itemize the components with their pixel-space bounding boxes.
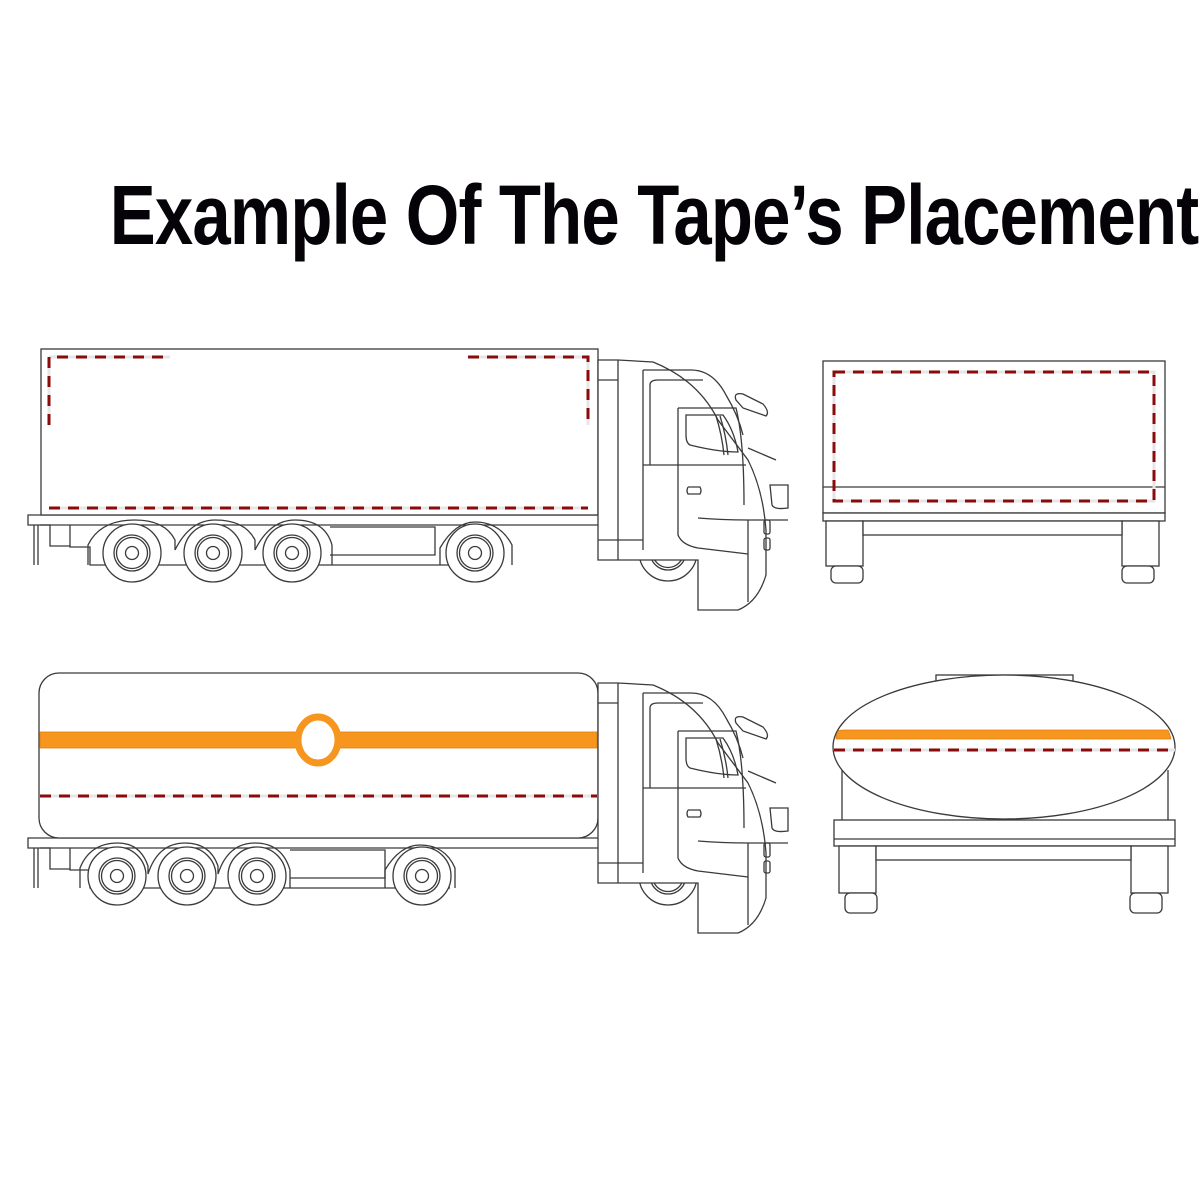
red-white-tape-contour-rear: [832, 370, 1156, 503]
box-truck-rear-diagram: [822, 360, 1166, 584]
box-truck-side-diagram: [27, 348, 789, 611]
tanker-truck-side-diagram: [27, 672, 789, 934]
orange-tape-band-side: [39, 713, 598, 767]
red-white-tape-contour-side: [47, 355, 590, 510]
page-title: Example Of The Tape’s Placement: [109, 168, 1199, 262]
tanker-truck-rear-diagram: [832, 674, 1176, 914]
orange-tape-band-rear: [835, 729, 1172, 740]
